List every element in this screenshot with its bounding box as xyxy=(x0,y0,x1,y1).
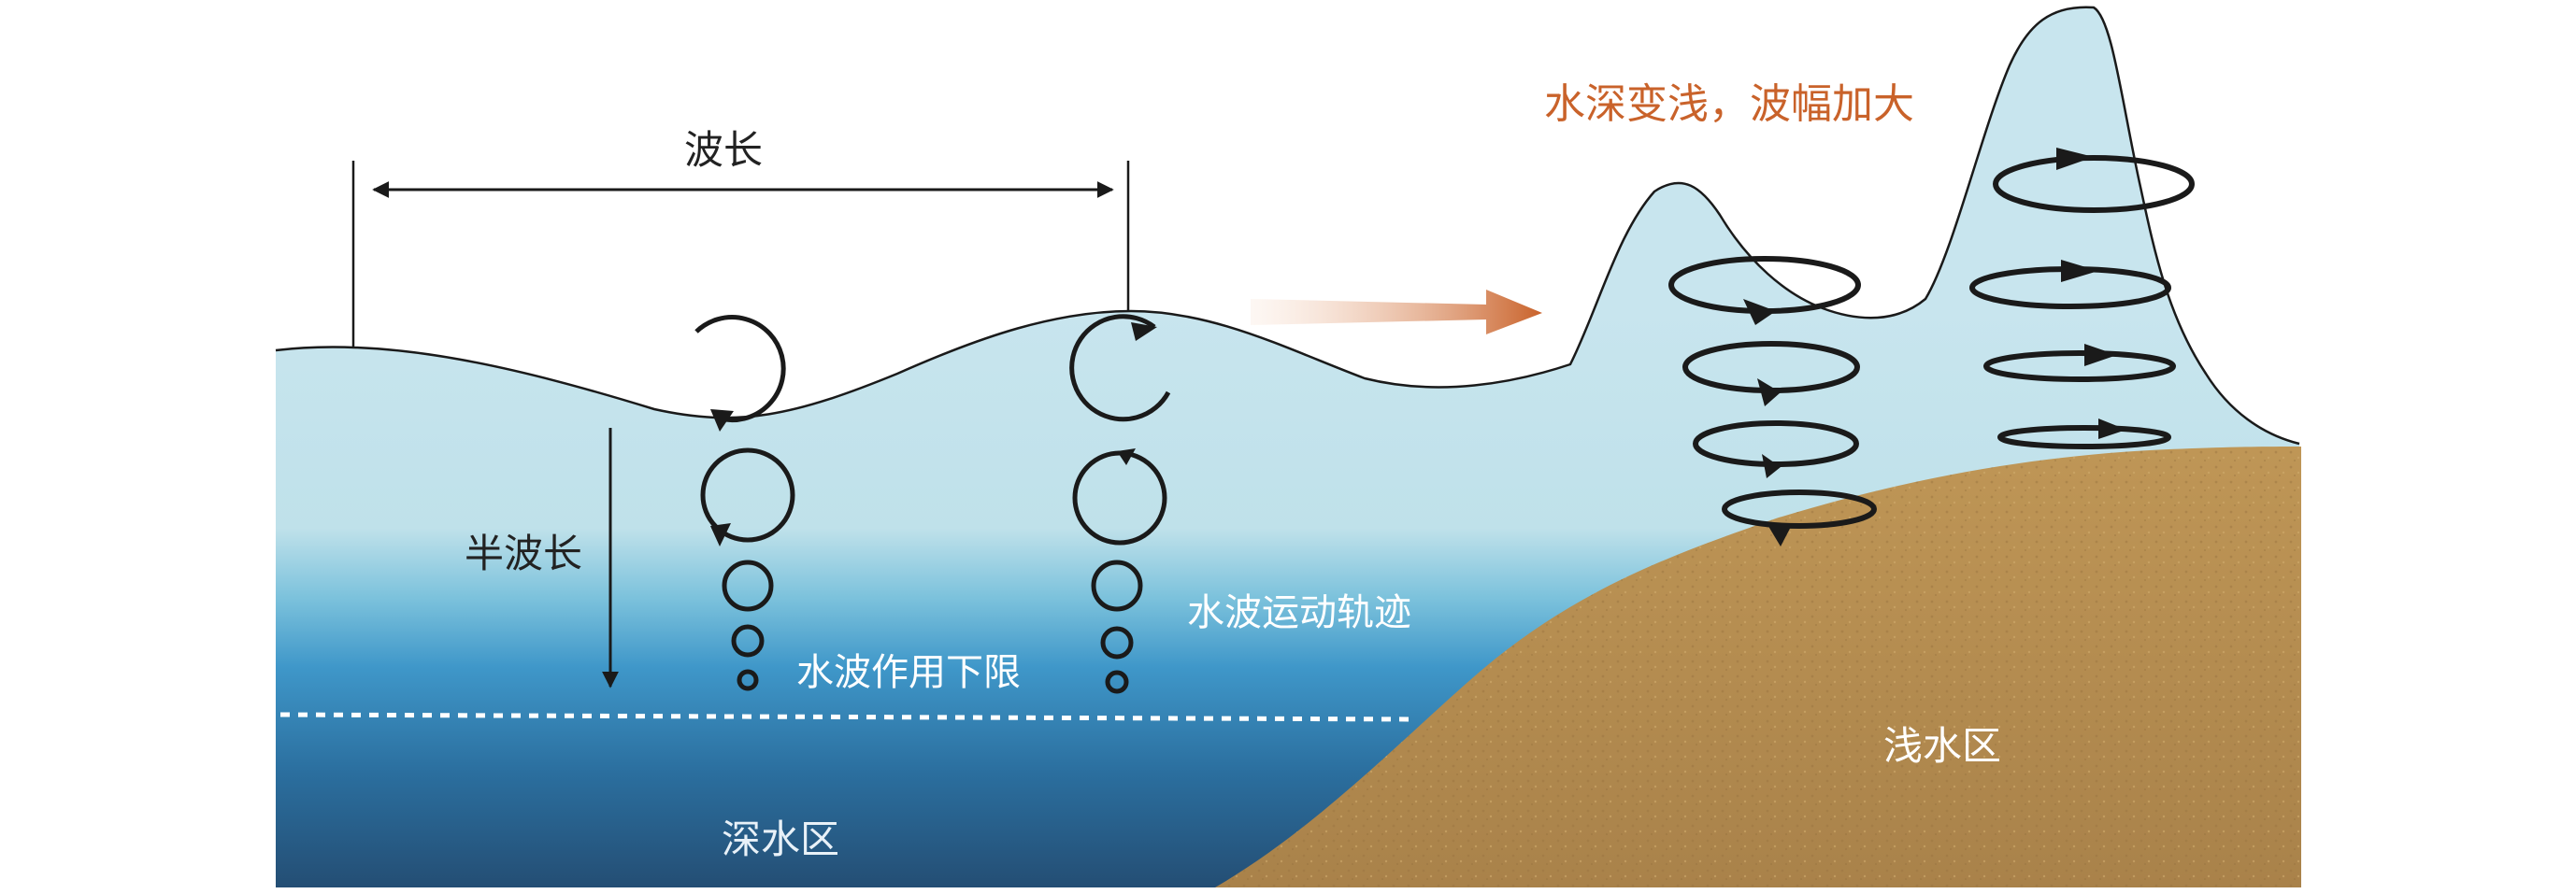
circular-orbit-icon xyxy=(1993,155,2195,213)
circular-orbit-icon xyxy=(1997,425,2171,449)
wavelength-label: 波长 xyxy=(684,127,764,173)
circular-orbit-icon xyxy=(731,624,765,658)
circular-orbit-icon xyxy=(1983,350,2176,382)
circular-orbit-icon xyxy=(1100,626,1134,660)
orbit-column-3 xyxy=(1668,256,1877,546)
deep-zone-label: 深水区 xyxy=(722,816,840,862)
orbit-path-label: 水波运动轨迹 xyxy=(1187,591,1411,634)
water-surface-line xyxy=(275,6,2300,446)
wave-base-label: 水波作用下限 xyxy=(796,651,1021,694)
circular-orbit-icon xyxy=(722,560,774,612)
wave-base-line xyxy=(279,712,1417,722)
sand-texture xyxy=(1215,447,2301,887)
circular-orbit-icon xyxy=(1091,560,1143,612)
orbit-column-2 xyxy=(1069,314,1171,694)
orbit-column-4 xyxy=(1969,148,2195,449)
right-arrow-icon xyxy=(1251,290,1542,334)
circular-orbit-icon xyxy=(700,447,795,543)
circular-orbit-icon xyxy=(1722,490,1877,529)
half-wavelength-label: 半波长 xyxy=(465,531,583,576)
circular-orbit-icon xyxy=(694,315,786,423)
shallow-zone-label: 浅水区 xyxy=(1883,723,2002,769)
orbit-column-1 xyxy=(694,315,795,691)
circular-orbit-icon xyxy=(737,669,759,691)
circular-orbit-icon xyxy=(1105,670,1129,694)
circular-orbit-icon xyxy=(1069,314,1171,422)
shoaling-label: 水深变浅，波幅加大 xyxy=(1544,80,1914,128)
